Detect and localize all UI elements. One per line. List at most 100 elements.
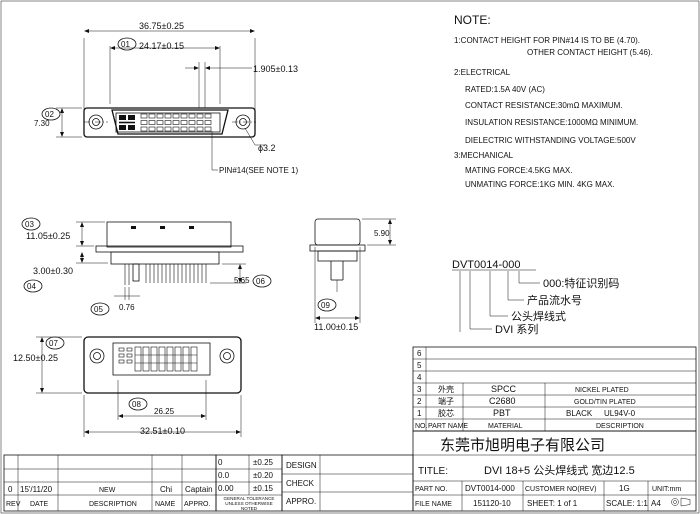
dim-end-top: 5.90 xyxy=(374,229,390,238)
sign-label: DESIGN xyxy=(286,461,317,470)
bom-desc: GOLD/TIN PLATED xyxy=(574,399,636,406)
sign-label: APPRO. xyxy=(286,497,316,506)
balloon-label: 02 xyxy=(45,110,54,119)
file-name: 151120-10 xyxy=(473,499,511,508)
note-line: RATED:1.5A 40V (AC) xyxy=(465,85,545,94)
note-line: 2:ELECTRICAL xyxy=(454,68,511,77)
file-label: FILE NAME xyxy=(415,501,452,508)
bom-row-no: 5 xyxy=(417,361,422,370)
rev-value: 1G xyxy=(619,484,630,493)
scale: SCALE: 1:1 xyxy=(606,499,648,508)
dim-24: 24.17±0.15 xyxy=(139,41,184,51)
bom-header-desc: DESCRIPTION xyxy=(596,423,644,430)
dim-hole: ϕ3.2 xyxy=(258,143,276,153)
part-code: DVT0014-000 xyxy=(452,259,521,271)
part-code-legend: DVT0014-000 000:特征识别码 产品流水号 公头焊线式 DVI 系列 xyxy=(452,259,619,336)
code-label-serial: 产品流水号 xyxy=(527,293,582,307)
customer-label: CUSTOMER NO(REV) xyxy=(525,486,596,493)
balloon-06 xyxy=(252,274,272,288)
unit: UNIT:mm xyxy=(652,486,681,493)
notes-block: NOTE: 1:CONTACT HEIGHT FOR PIN#14 IS TO … xyxy=(454,13,653,189)
tol-digits: 0.00 xyxy=(218,484,234,493)
balloon-03 xyxy=(21,217,41,231)
bom-row-no: 2 xyxy=(417,397,422,406)
balloon-label: 01 xyxy=(121,40,130,49)
bom-material: C2680 xyxy=(489,396,516,406)
projection-symbol-icon xyxy=(671,498,679,506)
bom-row-no: 3 xyxy=(417,385,422,394)
side-view: 03 11.05±0.25 3.00±0.30 04 5.65 06 0.76 … xyxy=(21,217,272,316)
tol-digits: 0 xyxy=(218,458,223,467)
dim-bottom-height: 12.50±0.25 xyxy=(13,353,58,363)
rev-name: Chi xyxy=(160,485,172,494)
tol-value: ±0.20 xyxy=(253,471,274,480)
dim-height-top: 7.30 xyxy=(34,119,50,128)
note-line: OTHER CONTACT HEIGHT (5.46). xyxy=(527,48,653,57)
bom-desc: NICKEL PLATED xyxy=(575,387,629,394)
part-no-label: PART NO. xyxy=(415,486,447,493)
notes-title: NOTE: xyxy=(454,13,491,27)
bom-header-no: NO. xyxy=(415,423,428,430)
rev-number: 0 xyxy=(8,485,13,494)
sheet: SHEET: 1 of 1 xyxy=(527,499,578,508)
balloon-label: 03 xyxy=(25,220,34,229)
dim-pitch: 1.905±0.13 xyxy=(253,64,298,74)
dim-overall-width: 36.75±0.25 xyxy=(139,21,184,31)
tol-value: ±0.15 xyxy=(253,484,274,493)
note-line: INSULATION RESISTANCE:1000MΩ MINIMUM. xyxy=(465,118,638,127)
dim-bottom-overall: 32.51±0.10 xyxy=(140,426,185,436)
note-line: 3:MECHANICAL xyxy=(454,151,514,160)
dim-end-width: 11.00±0.15 xyxy=(314,322,358,332)
bom-table: 6 5 4 3 外壳 SPCC NICKEL PLATED 2 端子 C2680… xyxy=(412,346,697,432)
balloon-04 xyxy=(23,279,43,293)
balloon-01 xyxy=(117,37,137,51)
end-view: 5.90 09 11.00±0.15 xyxy=(309,218,396,332)
note-line: CONTACT RESISTANCE:30mΩ MAXIMUM. xyxy=(465,101,623,110)
drawing-title: DVI 18+5 公头焊线式 宽边12.5 xyxy=(484,463,635,477)
sign-label: CHECK xyxy=(286,479,315,488)
note-line: MATING FORCE:4.5KG MAX. xyxy=(465,166,572,175)
dim-pin: 0.76 xyxy=(119,303,135,312)
bom-row-no: 6 xyxy=(417,349,422,358)
bom-material: SPCC xyxy=(491,384,517,394)
paper-size: A4 xyxy=(651,499,661,508)
bottom-view: 07 12.50±0.25 08 26.25 32.51±0.10 xyxy=(13,336,242,437)
balloon-label: 06 xyxy=(256,277,265,286)
note-line: DIELECTRIC WITHSTANDING VOLTAGE:500V xyxy=(465,136,636,145)
rev-header: NAME xyxy=(155,501,176,508)
balloon-07 xyxy=(45,336,65,350)
revision-block: 0 15'/11/20 NEW Chi Captain REV DATE DES… xyxy=(3,454,414,512)
note-line: UNMATING FORCE:1KG MIN. 4KG MAX. xyxy=(465,180,615,189)
balloon-label: 04 xyxy=(27,282,36,291)
balloon-label: 09 xyxy=(321,301,330,310)
code-label-feature: 000:特征识别码 xyxy=(543,276,619,290)
bom-header-material: MATERIAL xyxy=(488,423,523,430)
company-name: 东莞市旭明电子有限公司 xyxy=(440,437,605,454)
bom-header-part: PART NAME xyxy=(428,423,468,430)
top-view: 36.75±0.25 01 24.17±0.15 1.905±0.13 xyxy=(34,21,298,175)
code-label-type: 公头焊线式 xyxy=(511,309,566,323)
bom-part: 外壳 xyxy=(438,384,454,394)
tol-value: ±0.25 xyxy=(253,458,274,467)
note-line: 1:CONTACT HEIGHT FOR PIN#14 IS TO BE (4.… xyxy=(454,36,640,45)
part-no: DVT0014-000 xyxy=(465,484,515,493)
rev-header: DESCRIPTION xyxy=(89,501,137,508)
tol-digits: 0.0 xyxy=(218,471,230,480)
rev-date: 15'/11/20 xyxy=(20,485,53,494)
balloon-09 xyxy=(317,298,337,312)
tolerance-note: GENERAL TOLERANCE UNLESS OTHERWISE NOTED xyxy=(223,496,275,510)
bom-material: PBT xyxy=(493,408,511,418)
bom-part: 端子 xyxy=(438,396,454,406)
bom-row-no: 4 xyxy=(417,373,422,382)
dim-tail: 5.65 xyxy=(234,276,250,285)
dim-side-height: 11.05±0.25 xyxy=(26,231,70,241)
rev-description: NEW xyxy=(99,487,116,494)
dim-pin-span: 26.25 xyxy=(154,407,175,416)
code-label-series: DVI 系列 xyxy=(495,322,538,336)
balloon-08 xyxy=(128,397,148,411)
title-block: 东莞市旭明电子有限公司 TITLE: DVI 18+5 公头焊线式 宽边12.5… xyxy=(412,430,697,512)
rev-header: REV xyxy=(6,501,21,508)
balloon-label: 08 xyxy=(132,400,141,409)
